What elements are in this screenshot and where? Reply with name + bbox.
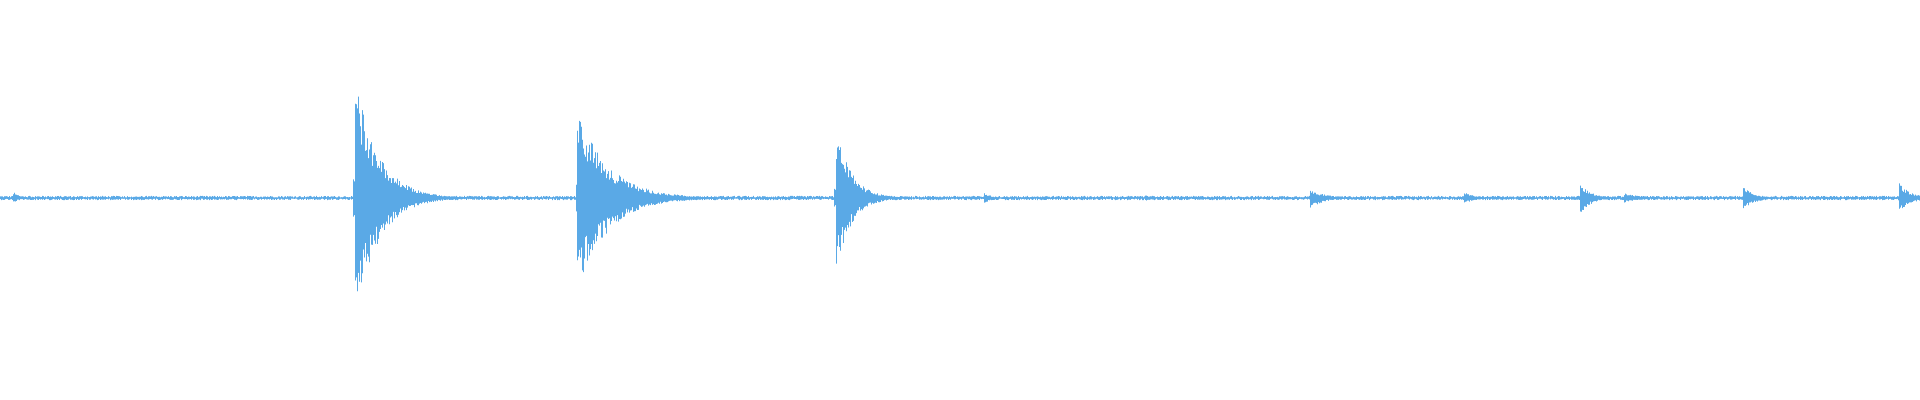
waveform-samples bbox=[0, 96, 1920, 292]
